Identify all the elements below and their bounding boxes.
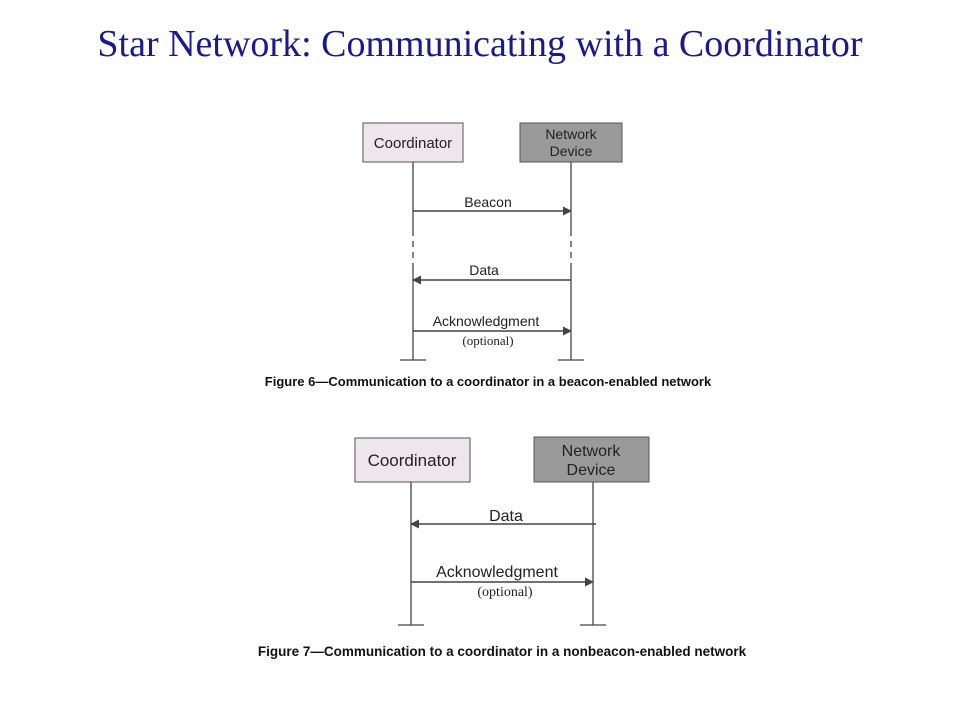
fig6-device-lifeline [558, 162, 584, 361]
fig7-coordinator-label: Coordinator [368, 451, 457, 470]
fig6-caption: Figure 6—Communication to a coordinator … [265, 374, 712, 389]
fig6-ack-label: Acknowledgment [433, 313, 540, 329]
figure-6: Coordinator Network Device Beacon Data A… [265, 122, 712, 389]
fig7-caption: Figure 7—Communication to a coordinator … [258, 644, 747, 659]
fig6-device-label-line2: Device [550, 143, 593, 159]
fig7-device-lifeline [580, 482, 606, 626]
fig6-coordinator-box [362, 122, 464, 163]
fig6-data-label: Data [469, 262, 499, 278]
fig6-device-label-line1: Network [545, 126, 597, 142]
fig7-ack-label: Acknowledgment [436, 564, 558, 581]
fig7-data-label: Data [489, 508, 523, 525]
fig6-device-box [519, 122, 623, 163]
fig7-ack-note: (optional) [477, 585, 533, 600]
figure-7: Coordinator Network Device Data Acknowle… [258, 436, 747, 659]
fig7-device-label-line2: Device [567, 462, 616, 479]
fig7-coordinator-box [354, 437, 471, 483]
fig6-ack-note: (optional) [462, 333, 513, 348]
slide-title: Star Network: Communicating with a Coord… [97, 23, 863, 65]
fig7-device-box [533, 436, 650, 483]
fig6-coordinator-label: Coordinator [374, 135, 452, 152]
fig6-beacon-label: Beacon [464, 194, 511, 210]
fig7-coordinator-lifeline [398, 482, 424, 626]
fig7-device-label-line1: Network [562, 443, 622, 460]
